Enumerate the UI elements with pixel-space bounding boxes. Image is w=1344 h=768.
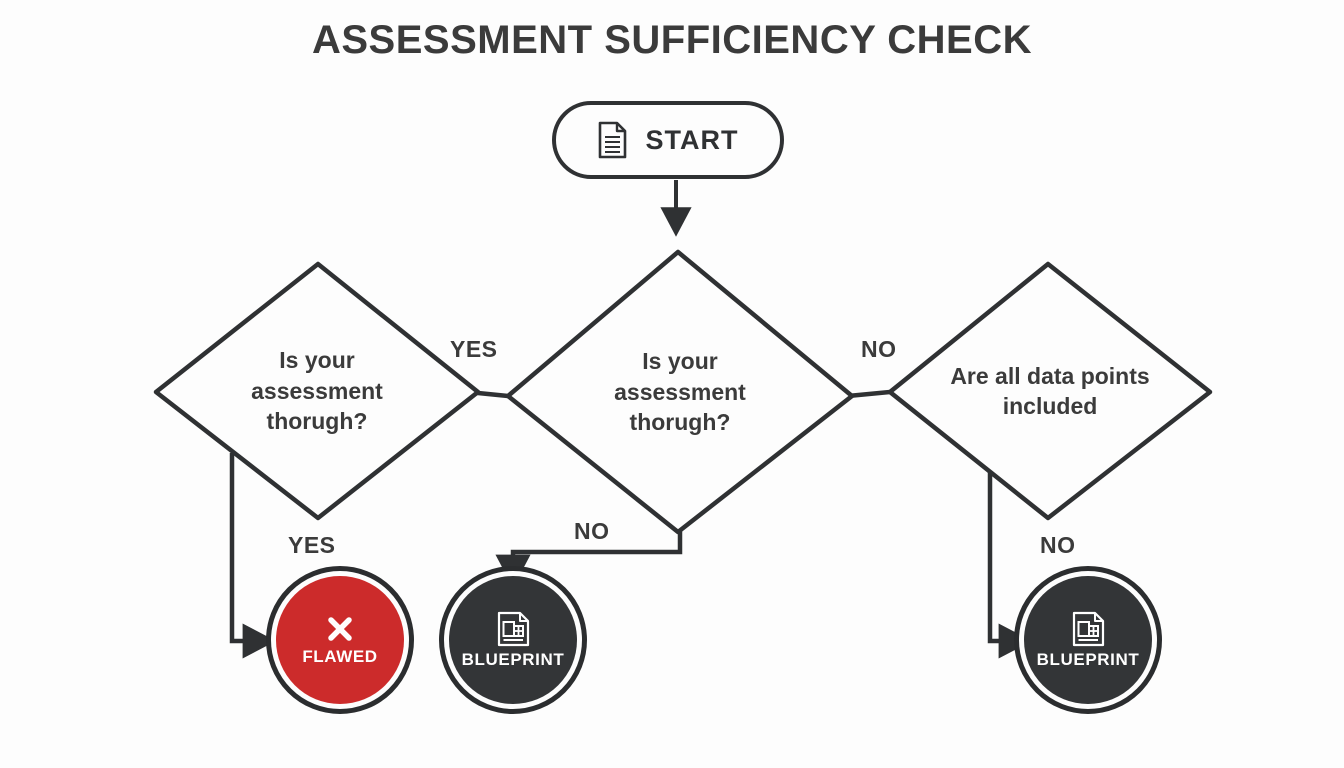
diamond-right-outline [887,261,1213,521]
x-mark-icon [325,614,355,644]
edge-center-to-blueprint [495,530,683,588]
edge-left-to-flawed [229,453,276,659]
start-label: START [645,124,739,155]
node-terminal-blueprint-center[interactable]: BLUEPRINT [439,566,587,714]
terminal-flawed-label: FLAWED [302,646,378,666]
terminal-blueprint-right-label: BLUEPRINT [1036,649,1140,669]
edge-center-to-right [847,389,891,399]
blueprint-icon [1072,611,1105,647]
node-decision-right[interactable]: Are all data points included [890,264,1210,518]
decision-left-text: Is your assessment thorugh? [251,347,383,435]
edge-label-left-to-flawed: YES [288,532,336,558]
decision-right-text: Are all data points included [950,362,1150,419]
diamond-left-outline [153,261,481,521]
diamond-center-outline [505,249,855,535]
terminal-blueprint-center-label: BLUEPRINT [461,649,565,669]
edge-label-center-to-right: NO [861,336,897,362]
edge-label-right-to-blueprint: NO [1040,532,1076,558]
decision-center-text: Is your assessment thorugh? [614,348,746,436]
node-terminal-blueprint-right[interactable]: BLUEPRINT [1014,566,1162,714]
blueprint-icon [497,611,530,647]
page-title: ASSESSMENT SUFFICIENCY CHECK [311,18,1032,62]
edge-label-center-to-left: YES [450,336,498,362]
edge-right-to-blueprint [987,453,1032,659]
node-terminal-flawed[interactable]: FLAWED [266,566,414,714]
node-start[interactable]: START [552,101,784,179]
node-decision-left[interactable]: Is your assessment thorugh? [156,264,478,518]
document-icon [598,121,628,159]
edge-label-center-to-blueprint: NO [574,518,610,544]
node-decision-center[interactable]: Is your assessment thorugh? [508,252,852,532]
